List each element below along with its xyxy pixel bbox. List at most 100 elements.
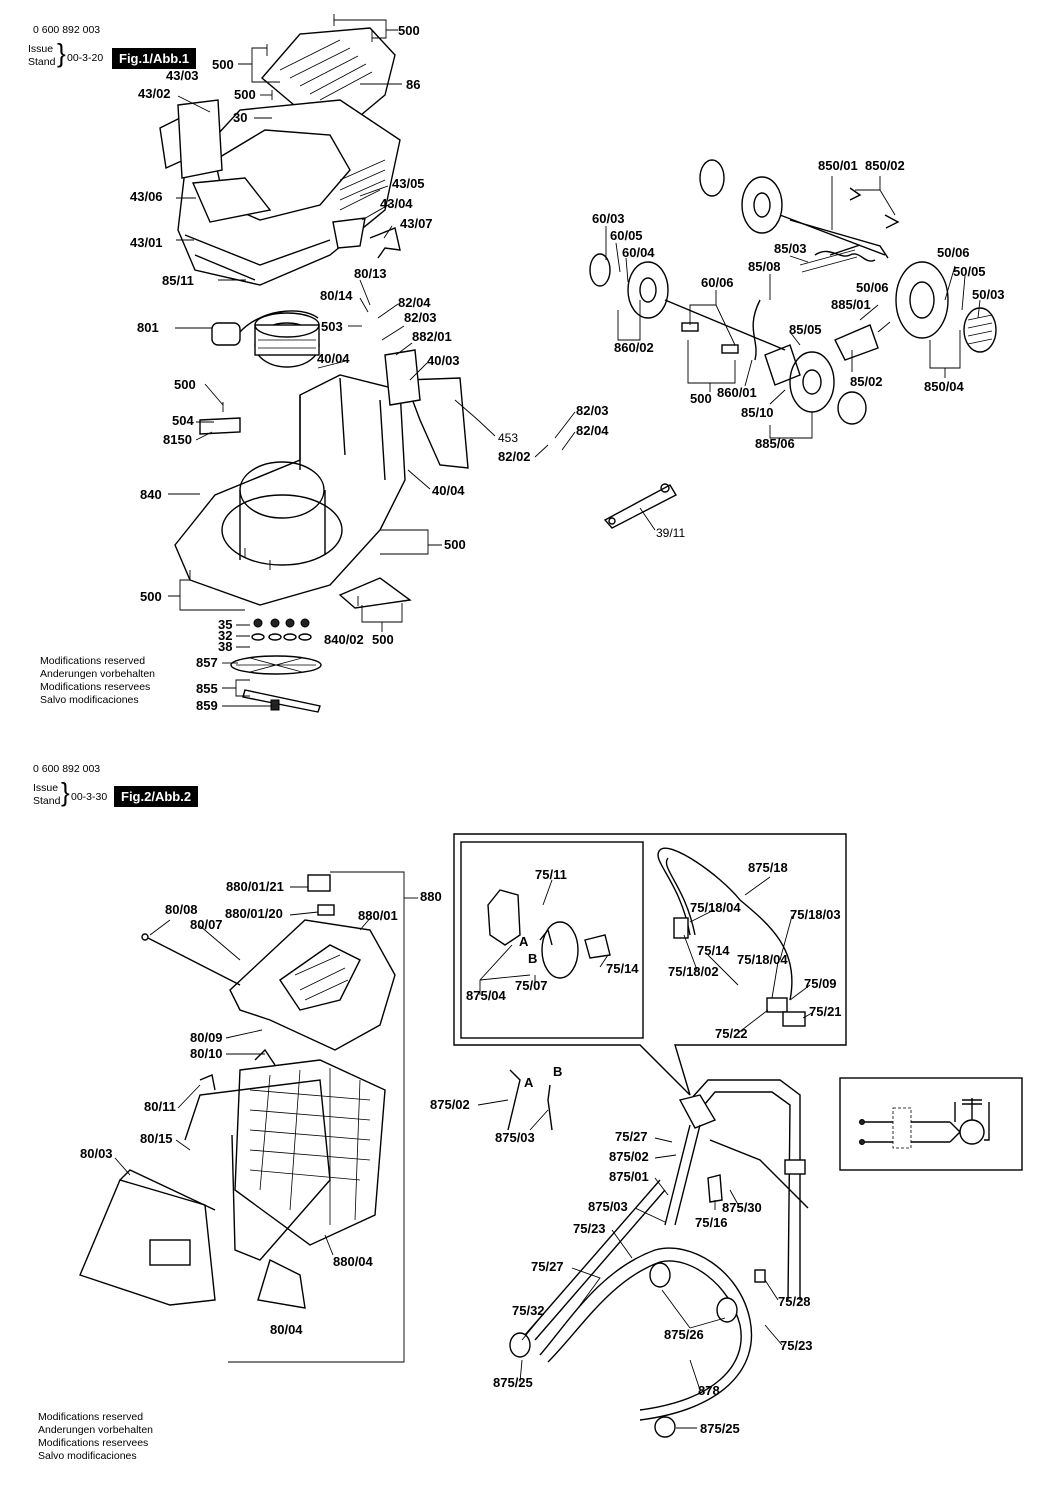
issue-date-fig2: 00-3-30 xyxy=(71,791,108,803)
callout-label: 880 xyxy=(420,889,442,904)
callout-label: 875/04 xyxy=(466,988,506,1003)
callout-label: 500 xyxy=(212,57,234,72)
callout-label: 85/08 xyxy=(748,259,781,274)
callout-label: 850/01 xyxy=(818,158,858,173)
motor-drawing xyxy=(211,310,320,368)
note-line: Anderungen vorbehalten xyxy=(40,668,156,680)
callout-label: 875/26 xyxy=(664,1327,704,1342)
issue-label: Issue xyxy=(28,43,54,55)
blade-drawing xyxy=(199,417,677,713)
callout-label: 75/18/02 xyxy=(668,964,719,979)
callout-label: 75/11 xyxy=(535,867,567,882)
callout-label: 75/14 xyxy=(697,943,730,958)
callout-label: 8150 xyxy=(163,432,192,447)
callout-label: 86 xyxy=(406,77,421,92)
callout-label: 882/01 xyxy=(412,329,452,344)
callout-label: 60/04 xyxy=(622,245,655,260)
callout-label: 855 xyxy=(196,681,218,696)
callout-label: 500 xyxy=(140,589,162,604)
callout-label: 75/16 xyxy=(695,1215,728,1230)
callout-label: 60/06 xyxy=(701,275,734,290)
callout-label: 85/05 xyxy=(789,322,822,337)
callout-label: 500 xyxy=(372,632,394,647)
callout-label: 453 xyxy=(498,431,519,445)
callout-label: 75/27 xyxy=(615,1129,648,1144)
callout-label: 40/03 xyxy=(427,353,460,368)
callout-label: 857 xyxy=(196,655,218,670)
callout-label: 504 xyxy=(172,413,194,428)
note-line: Modifications reserved xyxy=(40,655,146,667)
callout-label: 80/04 xyxy=(270,1322,303,1337)
chassis-drawing xyxy=(174,349,469,606)
callout-label: 75/21 xyxy=(809,1004,842,1019)
fig2-bracket-frame xyxy=(228,871,405,1363)
circuit-diagram-box xyxy=(839,1077,1023,1171)
callout-label: 875/01 xyxy=(609,1169,649,1184)
fig1-leader-lines xyxy=(168,19,656,707)
issue-date-fig1: 00-3-20 xyxy=(67,52,104,64)
callout-label: 80/10 xyxy=(190,1046,223,1061)
callout-label: 43/04 xyxy=(380,196,413,211)
callout-label: 75/32 xyxy=(512,1303,545,1318)
callout-label: 500 xyxy=(444,537,466,552)
callout-label: 80/13 xyxy=(354,266,387,281)
callout-label: 880/01 xyxy=(358,908,398,923)
note-line: Modifications reservees xyxy=(38,1437,149,1449)
callout-label: 75/07 xyxy=(515,978,548,993)
callout-label: 50/06 xyxy=(856,280,889,295)
callout-label: 40/04 xyxy=(432,483,465,498)
callout-label: 860/02 xyxy=(614,340,654,355)
callout-label: 75/09 xyxy=(804,976,837,991)
grass-box-drawing xyxy=(79,874,396,1309)
callout-label: 880/04 xyxy=(333,1254,373,1269)
callout-label: 80/14 xyxy=(320,288,353,303)
brace-symbol: } xyxy=(57,38,66,68)
callout-label: 82/03 xyxy=(576,403,609,418)
callout-label: 875/03 xyxy=(495,1130,535,1145)
callout-label: 75/14 xyxy=(606,961,639,976)
callout-label: 85/02 xyxy=(850,374,883,389)
callout-label: 885/01 xyxy=(831,297,871,312)
grass-box-cover-drawing xyxy=(159,27,401,286)
switch-detail-box xyxy=(453,833,847,1096)
callout-label: 60/03 xyxy=(592,211,625,226)
callout-label: 850/02 xyxy=(865,158,905,173)
callout-label: 39/11 xyxy=(656,526,686,540)
callout-label: 43/03 xyxy=(166,68,199,83)
callout-label: 85/10 xyxy=(741,405,774,420)
fig1-wheel-leader-lines xyxy=(605,176,981,439)
callout-label: 80/11 xyxy=(144,1099,176,1114)
wheel-assembly-drawing xyxy=(589,159,997,425)
callout-label: 82/02 xyxy=(498,449,531,464)
modification-notes-2: Modifications reserved Anderungen vorbeh… xyxy=(38,1411,153,1463)
note-line: Modifications reservees xyxy=(40,681,151,693)
stand-label: Stand xyxy=(28,56,56,68)
callout-label: 43/06 xyxy=(130,189,163,204)
callout-label: 80/08 xyxy=(165,902,198,917)
fig1-title: Fig.1/Abb.1 xyxy=(112,48,197,69)
callout-label: 75/18/03 xyxy=(790,907,841,922)
callout-label: 85/03 xyxy=(774,241,807,256)
callout-label: 500 xyxy=(398,23,420,38)
note-line: Modifications reserved xyxy=(38,1411,144,1423)
callout-label: 75/23 xyxy=(573,1221,606,1236)
callout-label: 82/03 xyxy=(404,310,437,325)
callout-label: 43/07 xyxy=(400,216,433,231)
callout-label: 82/04 xyxy=(398,295,431,310)
callout-label: 75/18/04 xyxy=(737,952,788,967)
modification-notes-1: Modifications reserved Anderungen vorbeh… xyxy=(40,655,155,707)
callout-label: 500 xyxy=(690,391,712,406)
callout-label: 40/04 xyxy=(317,351,350,366)
callout-label: 875/25 xyxy=(700,1421,740,1436)
fig2-title: Fig.2/Abb.2 xyxy=(114,786,199,807)
callout-label: 32 xyxy=(218,628,233,643)
callout-label: 50/03 xyxy=(972,287,1005,302)
callout-label: 878 xyxy=(698,1383,720,1398)
callout-label: 880/01/20 xyxy=(225,906,283,921)
callout-label: A xyxy=(524,1075,534,1090)
callout-label: 75/28 xyxy=(778,1294,811,1309)
callout-label: 840 xyxy=(140,487,162,502)
callout-label: 500 xyxy=(234,87,256,102)
callout-label: 80/03 xyxy=(80,1146,113,1161)
